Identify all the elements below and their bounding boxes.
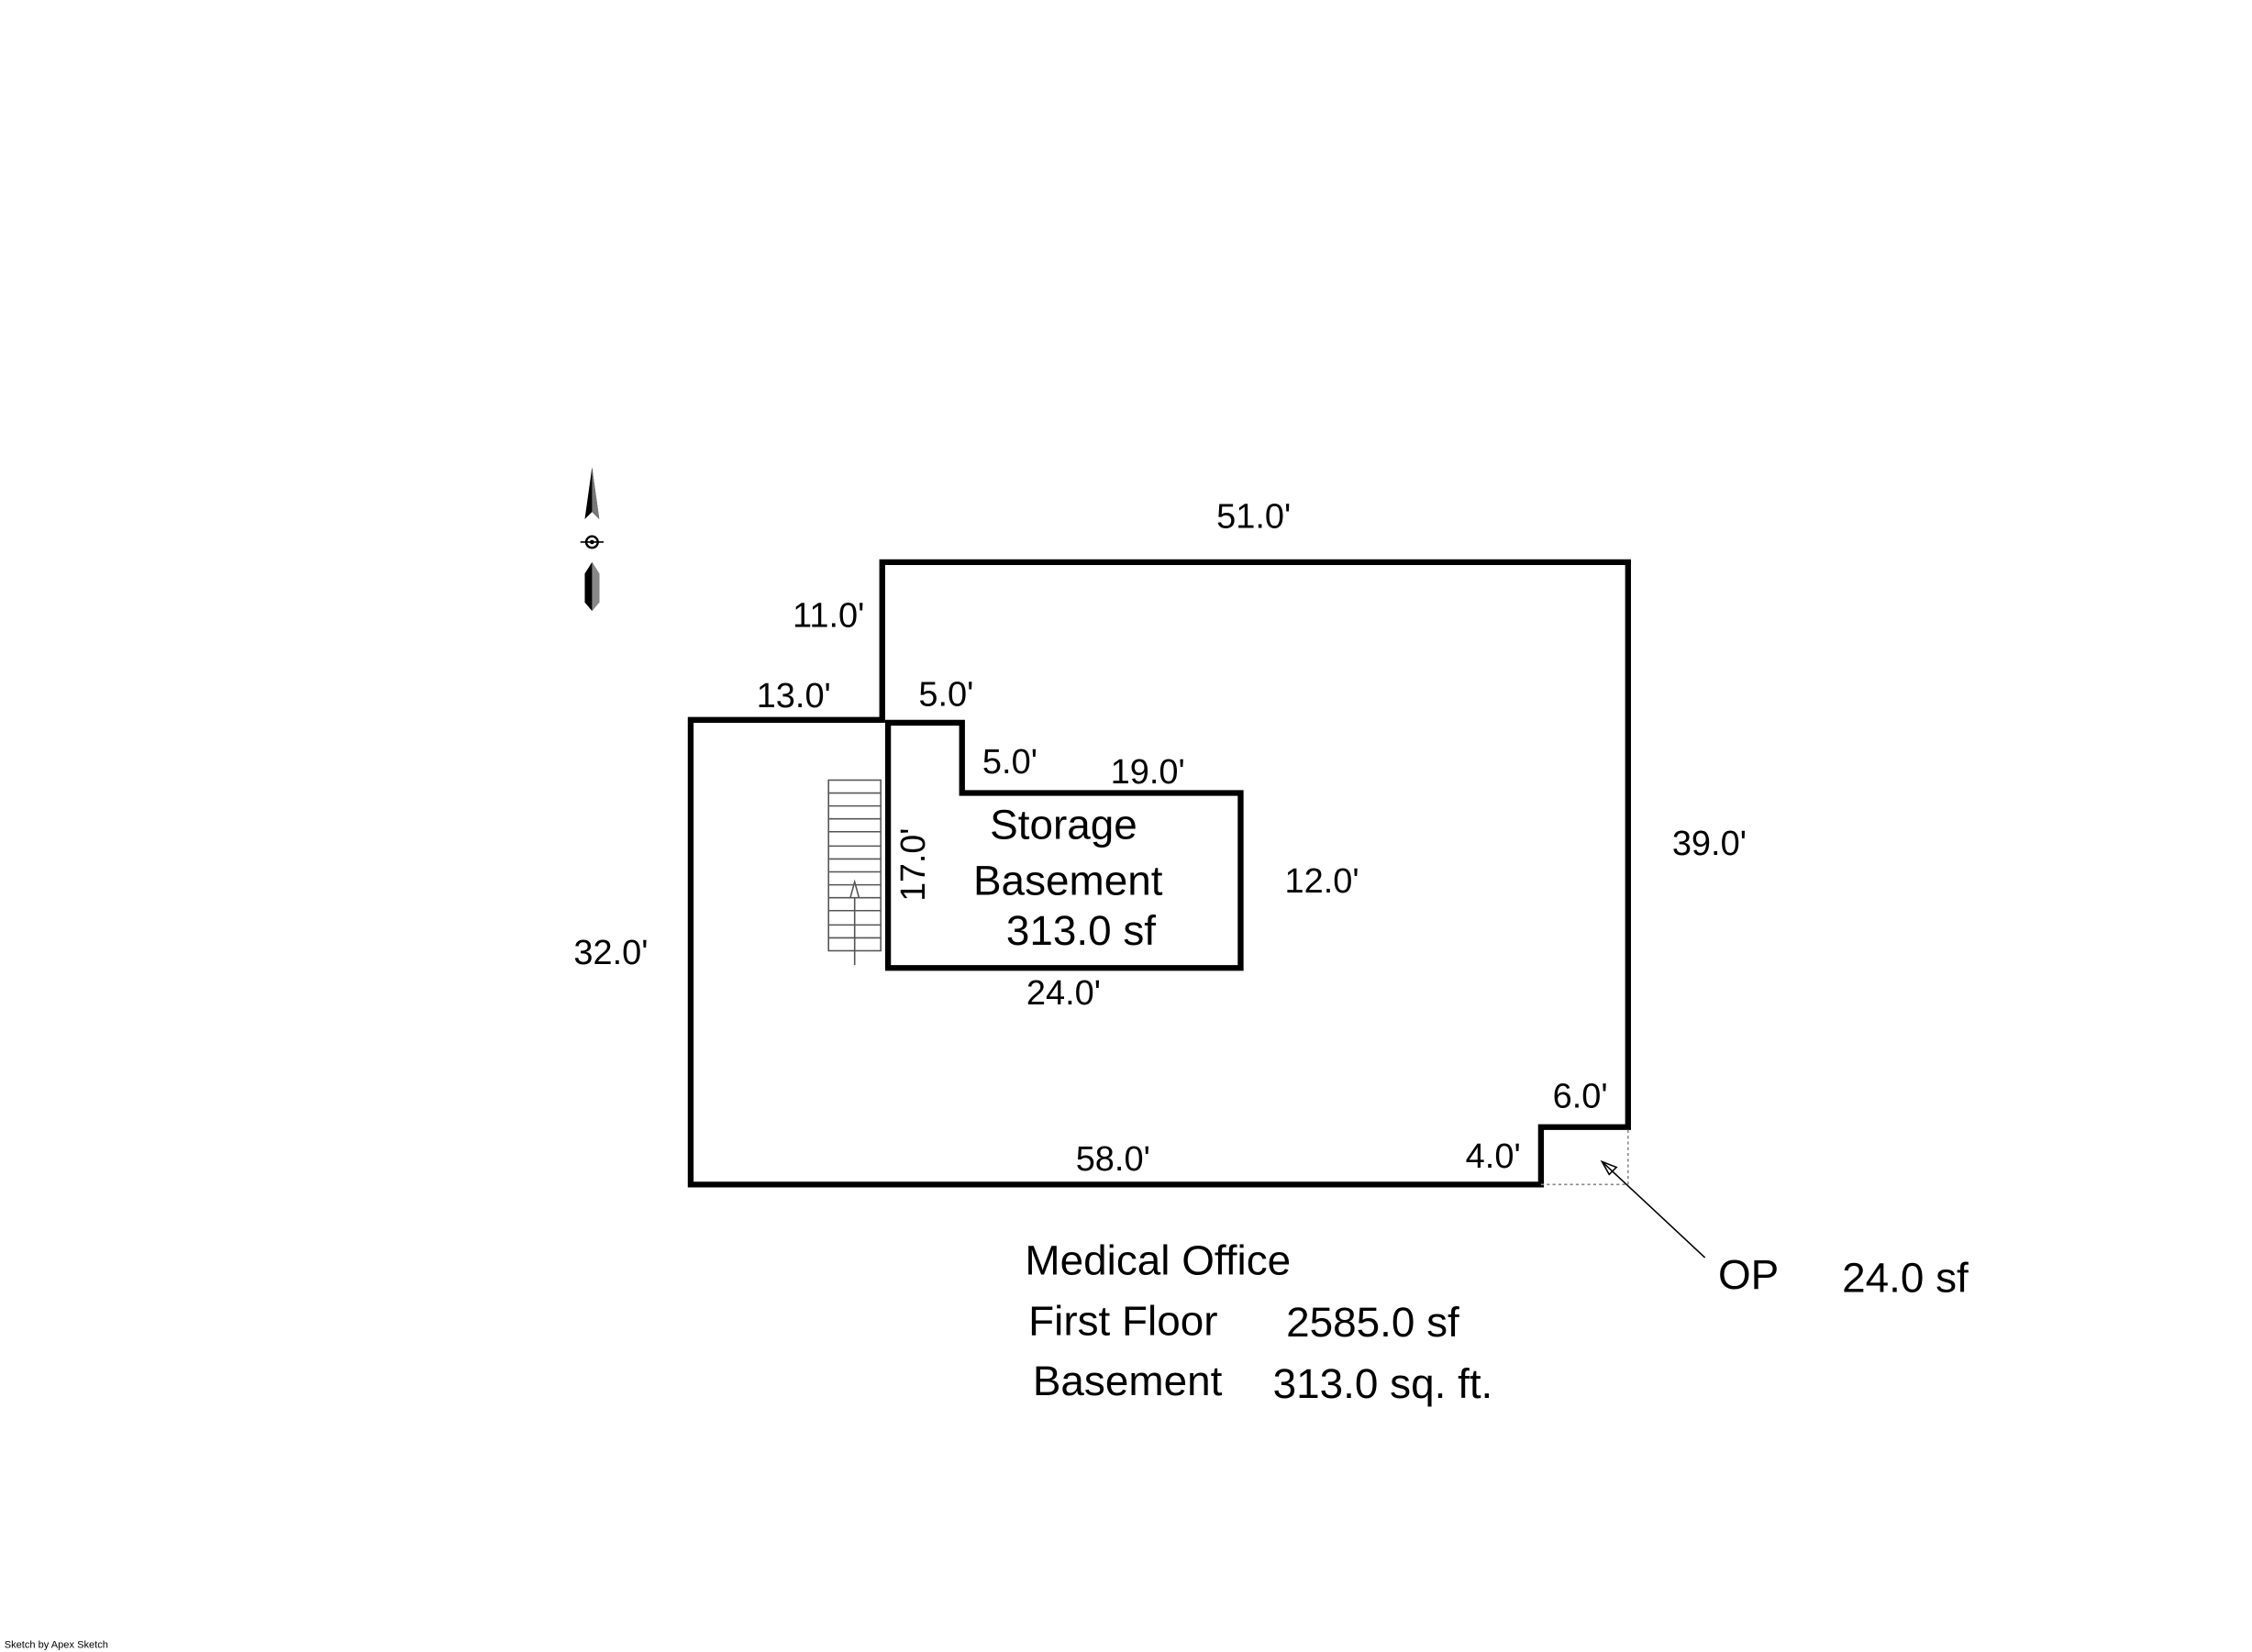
op-area: 24.0 sf: [1842, 1255, 1969, 1302]
footer-credit: Sketch by Apex Sketch: [5, 1639, 108, 1650]
first-floor-label: First Floor: [1028, 1298, 1217, 1345]
storage-name: Storage: [990, 802, 1137, 848]
dim-storage-top-short: 5.0': [918, 675, 973, 714]
summary-title: Medical Office: [1025, 1237, 1291, 1284]
dim-storage-right: 12.0': [1284, 861, 1359, 900]
storage-basement-outline: [884, 719, 1244, 971]
dim-bottom: 58.0': [1076, 1139, 1150, 1178]
dim-storage-top-long: 19.0': [1111, 752, 1185, 791]
dim-notch-horizontal: 4.0': [1466, 1136, 1521, 1175]
dim-top: 51.0': [1216, 497, 1291, 536]
op-pointer-arrow: [1600, 1159, 1706, 1258]
dim-storage-left: 17.0': [893, 828, 932, 902]
first-floor-area: 2585.0 sf: [1286, 1299, 1459, 1346]
dim-notch-vertical: 6.0': [1553, 1077, 1608, 1115]
dim-left-step: 13.0': [757, 676, 831, 715]
basement-area: 313.0 sq. ft.: [1273, 1360, 1493, 1407]
basement-label: Basement: [1033, 1358, 1223, 1404]
stairs-icon: [827, 779, 882, 966]
dim-left: 32.0': [573, 933, 648, 971]
op-area-outline: [1540, 1126, 1629, 1186]
dim-right: 39.0': [1672, 824, 1747, 862]
north-arrow-icon: [580, 467, 605, 611]
storage-area: 313.0 sf: [1006, 907, 1157, 954]
dim-storage-bottom: 24.0': [1026, 973, 1101, 1012]
dim-upper-left: 11.0': [793, 596, 864, 635]
storage-level: Basement: [973, 858, 1163, 904]
op-label: OP: [1718, 1251, 1779, 1298]
dim-storage-step: 5.0': [982, 742, 1037, 781]
first-floor-outline: [687, 559, 1631, 1188]
